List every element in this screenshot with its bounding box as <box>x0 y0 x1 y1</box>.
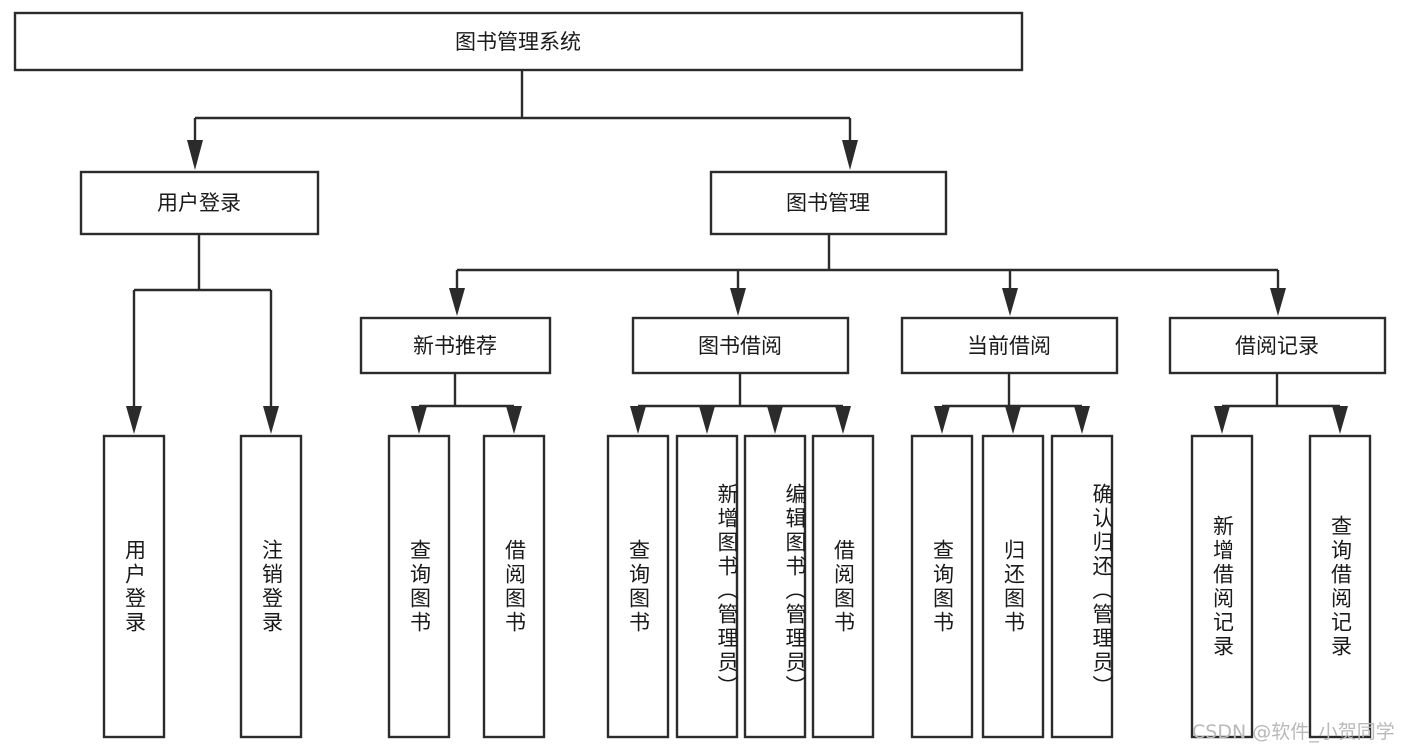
leaf-rect-borrow-book-1 <box>482 434 546 739</box>
node-borrow-record[interactable]: 借阅记录 <box>1168 316 1387 375</box>
node-book-borrow[interactable]: 图书借阅 <box>631 316 850 375</box>
leaf-rect-query-book-2 <box>606 434 670 739</box>
node-book-manage[interactable]: 图书管理 <box>709 170 948 236</box>
node-borrow-record-label: 借阅记录 <box>1235 334 1319 358</box>
connector-currentborrow-to-leaves <box>934 373 1090 434</box>
node-new-book-rec[interactable]: 新书推荐 <box>359 316 552 375</box>
node-book-manage-label: 图书管理 <box>786 191 870 215</box>
leaf-rect-query-record <box>1308 434 1372 739</box>
connector-bookborrow-to-leaves <box>630 373 851 434</box>
node-current-borrow[interactable]: 当前借阅 <box>900 316 1119 375</box>
connector-borrowrecord-to-leaves <box>1214 373 1348 434</box>
leaf-rect-query-book-1 <box>387 434 451 739</box>
node-root[interactable]: 图书管理系统 <box>13 11 1024 72</box>
leaf-rect-return-book <box>981 434 1045 739</box>
leaf-rect-user-login <box>102 434 166 739</box>
node-root-label: 图书管理系统 <box>455 30 581 54</box>
connector-userlogin-to-leaves <box>126 234 279 434</box>
leaf-rect-borrow-book-2 <box>811 434 875 739</box>
connector-bookmanage-to-level3 <box>449 234 1286 316</box>
leaf-rect-add-book <box>675 434 739 739</box>
node-user-login-label: 用户登录 <box>157 191 241 215</box>
leaf-rect-edit-book <box>743 434 807 739</box>
leaf-rect-user-logout <box>239 434 303 739</box>
connector-newbook-to-leaves <box>411 373 522 434</box>
leaf-rect-query-book-3 <box>910 434 974 739</box>
leaf-rect-confirm-return <box>1050 434 1114 739</box>
node-new-book-rec-label: 新书推荐 <box>413 334 497 358</box>
node-book-borrow-label: 图书借阅 <box>698 334 782 358</box>
csdn-watermark: CSDN @软件_小贺同学 <box>1192 721 1395 743</box>
connector-root-to-level2 <box>187 70 858 170</box>
leaf-rect-add-record <box>1190 434 1254 739</box>
leaf-rects <box>102 434 1372 739</box>
node-current-borrow-label: 当前借阅 <box>967 334 1051 358</box>
node-user-login[interactable]: 用户登录 <box>79 170 320 236</box>
